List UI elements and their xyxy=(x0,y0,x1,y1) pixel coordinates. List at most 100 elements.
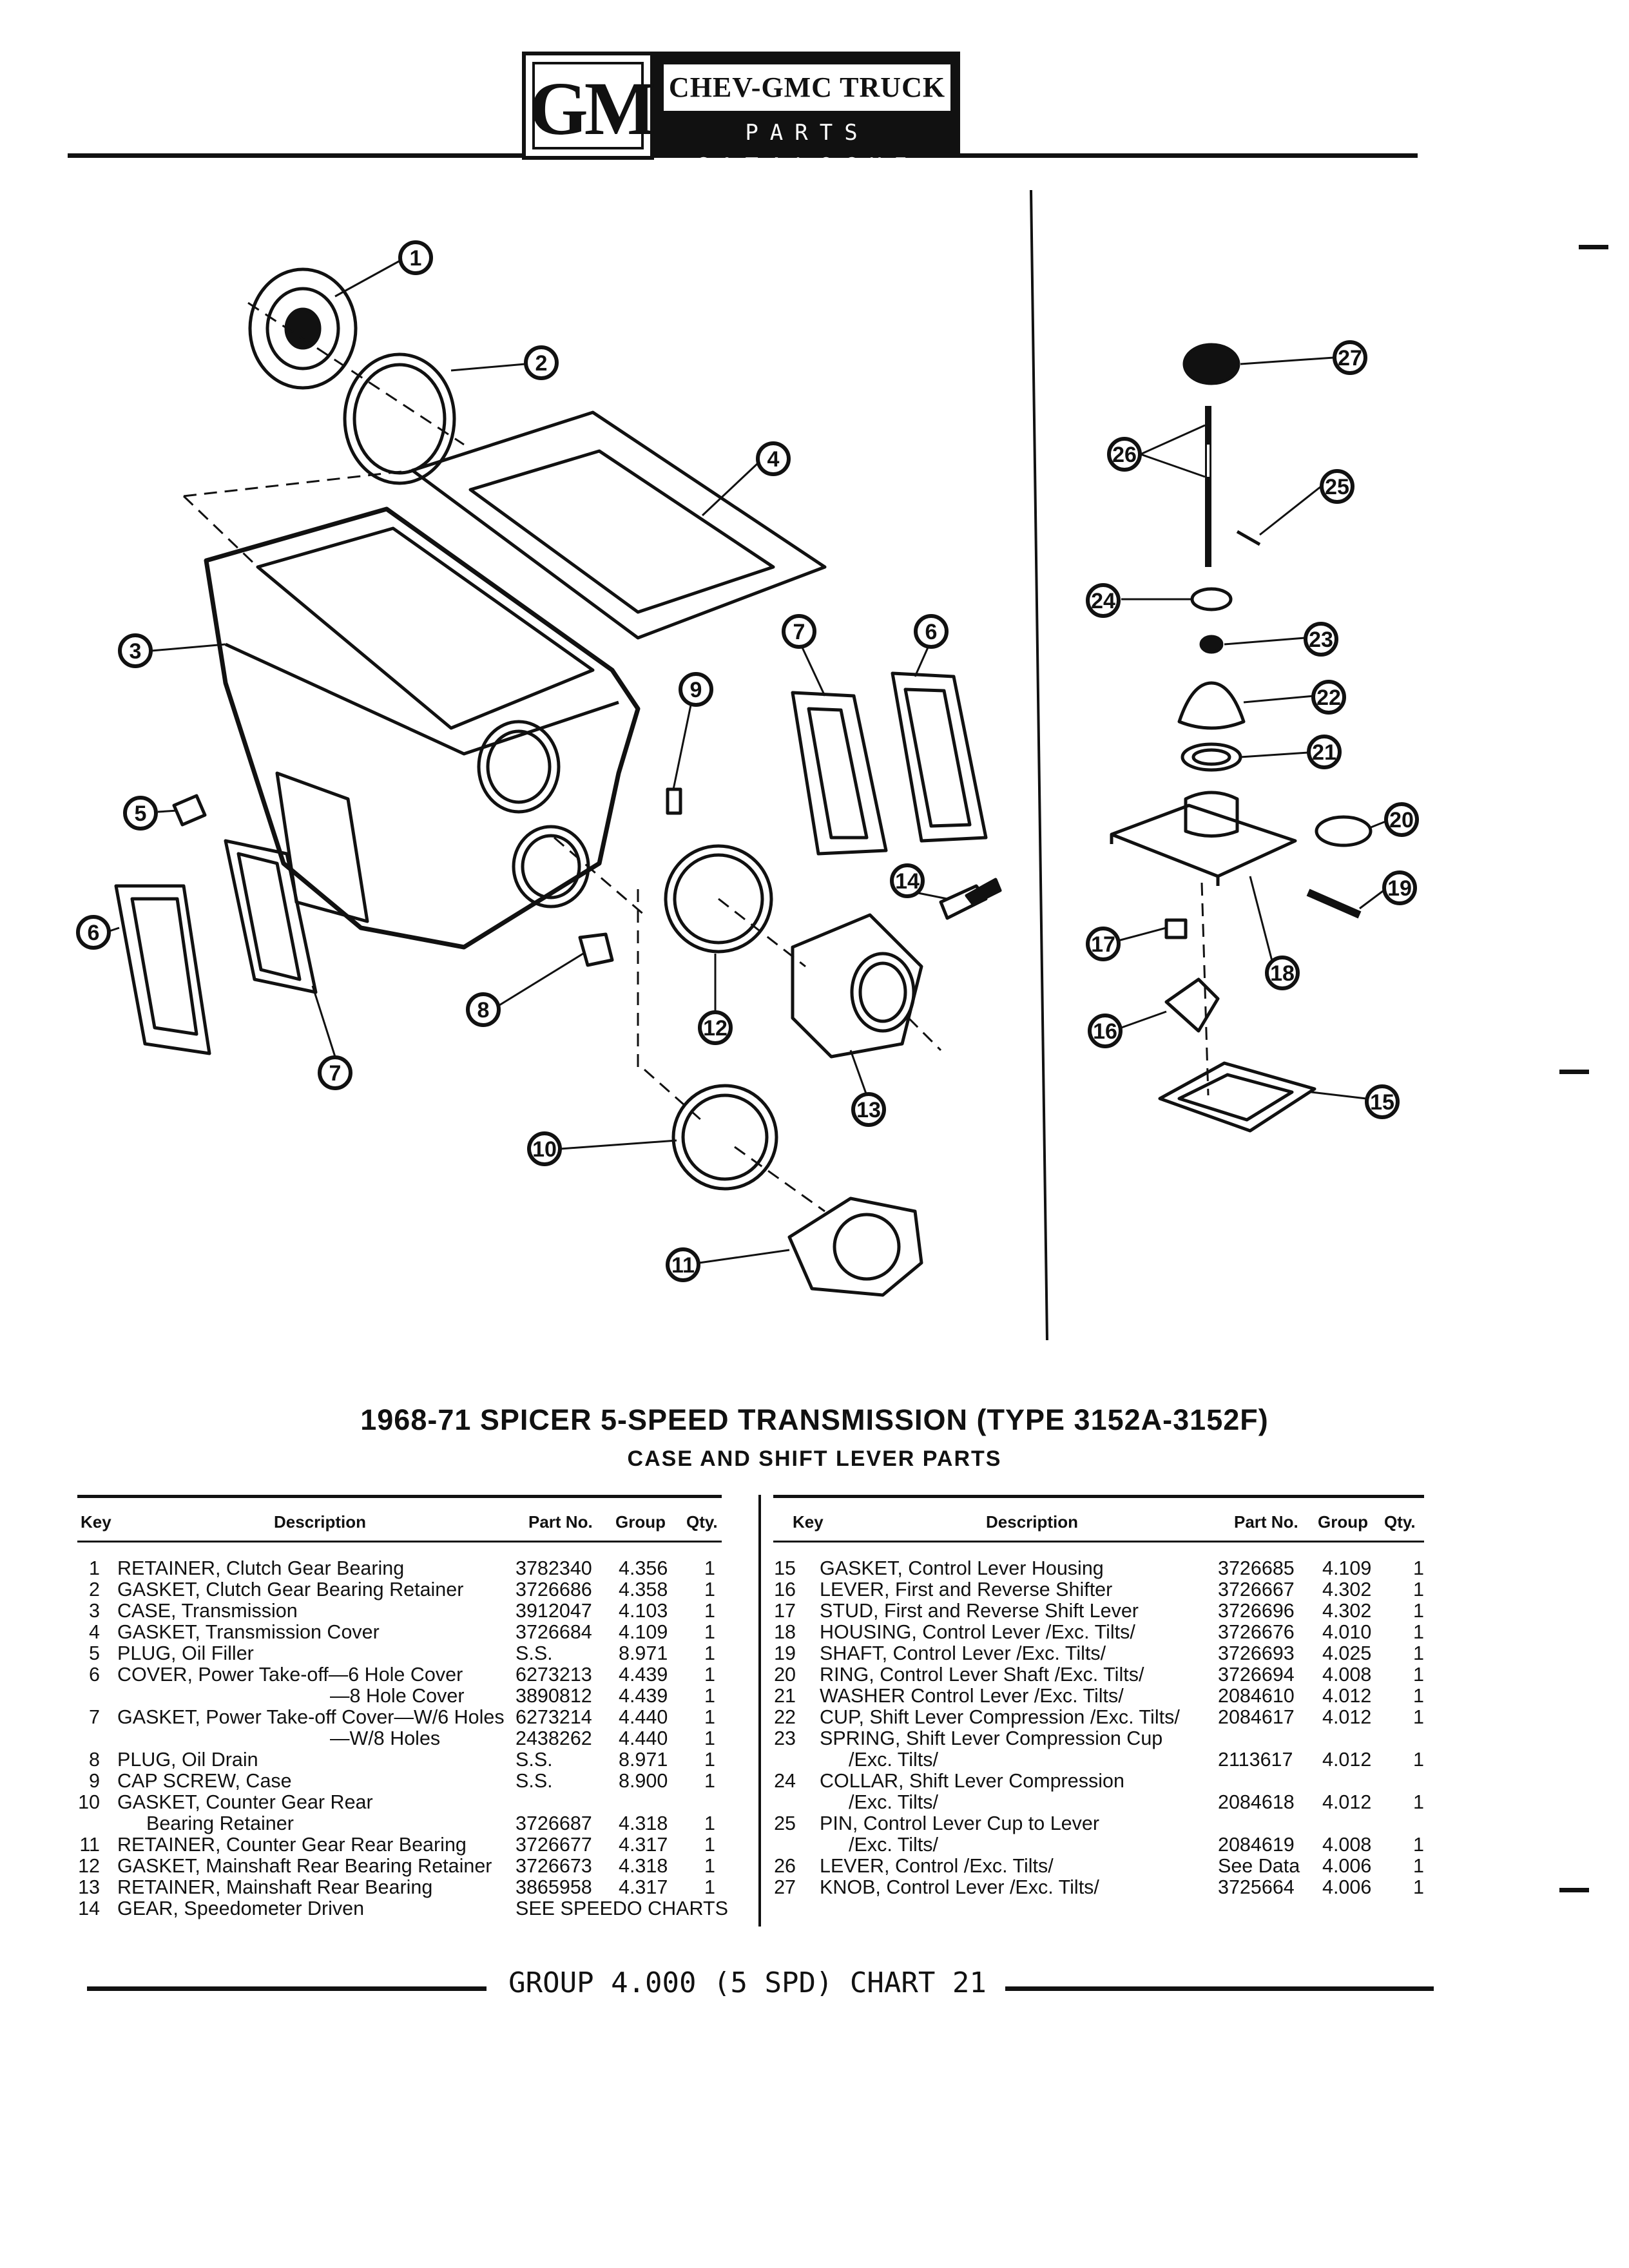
callout-7b: 7 xyxy=(782,614,816,649)
row-qty: 1 xyxy=(704,1770,715,1792)
header-part-no: Part No. xyxy=(1234,1512,1298,1532)
part-gasket-mainshaft xyxy=(664,844,806,968)
exploded-parts-diagram: 1 2 3 4 5 6 7 8 9 10 11 12 13 14 6 7 15 … xyxy=(76,189,1419,1341)
row-description: Bearing Retainer xyxy=(146,1813,294,1834)
row-key: 2 xyxy=(89,1579,100,1600)
row-group: 4.317 xyxy=(619,1834,668,1856)
row-group: 4.006 xyxy=(1322,1855,1372,1877)
row-qty: 1 xyxy=(1413,1876,1424,1898)
part-stud-17 xyxy=(1164,918,1188,939)
part-shaft-19 xyxy=(1306,889,1362,919)
row-key: 4 xyxy=(89,1621,100,1643)
row-key: 5 xyxy=(89,1642,100,1664)
page-footer: GROUP 4.000 (5 SPD) CHART 21 xyxy=(508,1966,987,1999)
row-group: 4.025 xyxy=(1322,1642,1372,1664)
row-description: PLUG, Oil Filler xyxy=(117,1643,254,1664)
chart-subtitle: CASE AND SHIFT LEVER PARTS xyxy=(627,1446,1002,1471)
row-part-no: S.S. xyxy=(516,1770,553,1792)
row-part-no: 3890812 xyxy=(516,1685,592,1707)
row-part-no: 3726693 xyxy=(1218,1642,1295,1664)
row-group: 8.971 xyxy=(619,1749,668,1771)
svg-text:13: 13 xyxy=(856,1098,881,1122)
row-key: 18 xyxy=(774,1621,796,1643)
footer-rule-right xyxy=(1005,1986,1434,1991)
row-part-no: 2084610 xyxy=(1218,1685,1295,1707)
svg-text:20: 20 xyxy=(1389,808,1414,832)
callout-10: 10 xyxy=(527,1131,562,1166)
svg-text:5: 5 xyxy=(135,802,147,826)
row-description: GASKET, Transmission Cover xyxy=(117,1622,380,1643)
brand-line1: CHEV-GMC TRUCK xyxy=(664,64,950,111)
table-header-rule xyxy=(77,1541,722,1542)
row-qty: 1 xyxy=(704,1727,715,1749)
row-part-no: 6273214 xyxy=(516,1706,592,1728)
header-description: Description xyxy=(274,1512,367,1532)
svg-text:25: 25 xyxy=(1325,475,1349,499)
svg-text:3: 3 xyxy=(130,639,142,664)
callout-16: 16 xyxy=(1088,1014,1123,1048)
row-group: 4.440 xyxy=(619,1706,668,1728)
part-cup-22 xyxy=(1177,681,1246,730)
svg-text:16: 16 xyxy=(1093,1019,1117,1044)
row-part-no: 3912047 xyxy=(516,1600,592,1622)
callout-7a: 7 xyxy=(318,1055,352,1090)
row-key: 20 xyxy=(774,1664,796,1686)
row-description: GASKET, Mainshaft Rear Bearing Retainer xyxy=(117,1856,492,1877)
callout-25: 25 xyxy=(1320,469,1354,504)
row-key: 21 xyxy=(774,1685,796,1707)
svg-text:7: 7 xyxy=(329,1061,342,1086)
row-description: /Exc. Tilts/ xyxy=(849,1792,938,1813)
svg-text:6: 6 xyxy=(925,620,938,644)
header-key: Key xyxy=(793,1512,824,1532)
callout-19: 19 xyxy=(1382,870,1417,905)
row-description: PLUG, Oil Drain xyxy=(117,1749,258,1771)
row-group: 4.109 xyxy=(619,1621,668,1643)
svg-text:11: 11 xyxy=(671,1253,695,1278)
row-part-no: 2113617 xyxy=(1218,1749,1293,1771)
part-pto-cover-right xyxy=(891,671,988,843)
part-speedometer-gear xyxy=(939,878,1002,920)
row-part-no: SEE SPEEDO CHARTS xyxy=(516,1898,728,1919)
row-group: 4.356 xyxy=(619,1557,668,1579)
row-description: —W/8 Holes xyxy=(330,1728,441,1749)
row-description: CAP SCREW, Case xyxy=(117,1771,292,1792)
row-description: GASKET, Counter Gear Rear xyxy=(117,1792,373,1813)
row-group: 4.440 xyxy=(619,1727,668,1749)
part-retainer-mainshaft xyxy=(791,913,942,1059)
callout-13: 13 xyxy=(851,1092,886,1127)
part-collar-24 xyxy=(1190,587,1233,611)
row-key: 13 xyxy=(78,1876,100,1898)
row-description: RING, Control Lever Shaft /Exc. Tilts/ xyxy=(820,1664,1144,1686)
row-qty: 1 xyxy=(704,1749,715,1771)
row-part-no: 2084619 xyxy=(1218,1834,1295,1856)
row-description: —8 Hole Cover xyxy=(330,1686,465,1707)
row-part-no: 3726696 xyxy=(1218,1600,1295,1622)
svg-text:1: 1 xyxy=(410,246,422,271)
svg-text:26: 26 xyxy=(1112,443,1137,467)
row-key: 9 xyxy=(89,1770,100,1792)
callout-14: 14 xyxy=(890,863,925,898)
part-gasket-15 xyxy=(1158,1061,1316,1133)
table-header: Key Description Part No. Group Qty. xyxy=(773,1498,1424,1541)
row-qty: 1 xyxy=(704,1855,715,1877)
row-group: 4.006 xyxy=(1322,1876,1372,1898)
svg-text:19: 19 xyxy=(1387,876,1412,901)
row-group: 4.008 xyxy=(1322,1664,1372,1686)
row-key: 1 xyxy=(89,1557,100,1579)
svg-text:21: 21 xyxy=(1312,740,1336,765)
row-description: CASE, Transmission xyxy=(117,1600,298,1622)
row-description: CUP, Shift Lever Compression /Exc. Tilts… xyxy=(820,1707,1180,1728)
row-description: RETAINER, Clutch Gear Bearing xyxy=(117,1558,405,1579)
svg-text:18: 18 xyxy=(1270,961,1295,986)
svg-text:24: 24 xyxy=(1091,589,1115,613)
row-group: 4.318 xyxy=(619,1812,668,1834)
row-qty: 1 xyxy=(704,1664,715,1686)
part-lever-16 xyxy=(1164,977,1220,1033)
